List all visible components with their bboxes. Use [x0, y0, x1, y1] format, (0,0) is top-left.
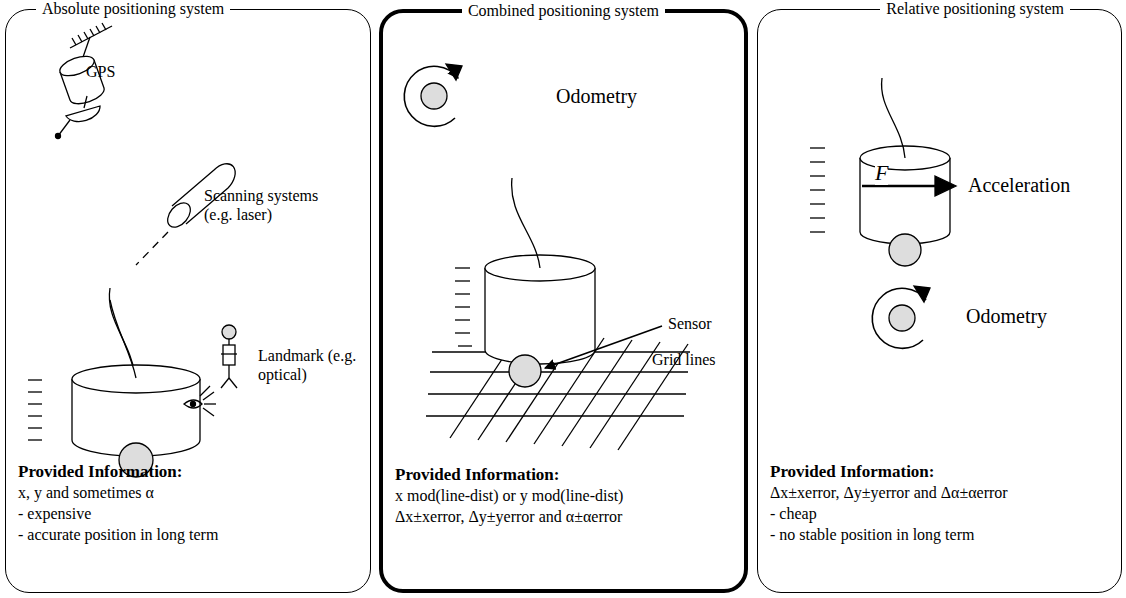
odometry-wheel [404, 64, 462, 126]
system-panel: Relative positioning systemProvided Info… [757, 9, 1122, 593]
robot [810, 78, 956, 266]
info-line: Δx±xerror, Δy±yerror and Δα±αerror [770, 483, 1008, 503]
panel-heading: Relative positioning system [880, 0, 1070, 19]
gps-label: GPS [86, 62, 115, 81]
odometry-label: Odometry [556, 85, 637, 108]
info-line: - no stable position in long term [770, 525, 974, 545]
info-line: - expensive [18, 504, 91, 524]
info-heading: Provided Information: [18, 462, 183, 482]
odometry-label: Odometry [966, 305, 1047, 328]
panel-heading: Combined positioning system [462, 1, 665, 21]
info-heading: Provided Information: [395, 465, 560, 485]
acceleration-label: Acceleration [968, 174, 1070, 197]
panel-heading: Absolute positioning system [36, 0, 230, 19]
landmark-person [221, 325, 237, 388]
sensor-label: Sensor [668, 314, 712, 333]
info-line: - cheap [770, 504, 817, 524]
robot [28, 288, 216, 477]
system-panel: Absolute positioning systemProvided Info… [5, 9, 371, 593]
info-line: Δx±xerror, Δy±yerror and α±αerror [395, 507, 622, 527]
grid-label: Grid lines [652, 350, 716, 369]
odometry-wheel [872, 286, 930, 348]
robot [455, 178, 662, 387]
gps-receiver [56, 23, 113, 139]
info-line: x, y and sometimes α [18, 483, 154, 503]
info-line: - accurate position in long term [18, 525, 218, 545]
scanner-label: Scanning systems (e.g. laser) [204, 186, 334, 224]
force-label: F [875, 160, 888, 185]
info-line: x mod(line-dist) or y mod(line-dist) [395, 486, 623, 506]
landmark-label: Landmark (e.g. optical) [258, 346, 358, 384]
info-heading: Provided Information: [770, 462, 935, 482]
